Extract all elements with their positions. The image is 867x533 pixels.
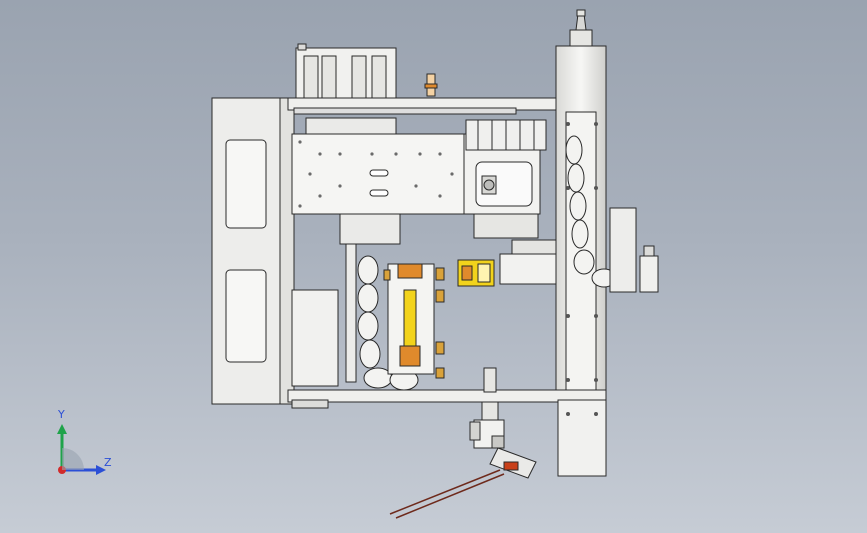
inner-top-bar [293, 107, 517, 115]
horizontal-slide [499, 239, 557, 285]
top-fitting [424, 73, 438, 97]
bottom-shaft [481, 367, 499, 423]
top-bearing-blocks [295, 43, 397, 99]
left-lower-module [291, 213, 401, 387]
bottom-foot [291, 399, 329, 409]
y-axis-label: Y [58, 408, 65, 421]
nozzle-head [469, 419, 537, 479]
gripper [457, 259, 495, 287]
side-cylinder [609, 207, 659, 293]
yellow-actuator [387, 263, 435, 375]
left-side-plate [211, 97, 295, 405]
rail-bolts [566, 122, 598, 416]
cable-leads [389, 469, 505, 519]
plate-holes [298, 140, 454, 208]
main-mounting-plate [291, 117, 465, 215]
small-brass-fittings [383, 267, 445, 379]
orientation-triad: Y Z [44, 408, 124, 488]
top-cable-chain [465, 119, 547, 151]
z-axis-label: Z [104, 456, 112, 469]
triad-axes [57, 424, 106, 475]
bottom-frame-bar [287, 389, 607, 403]
vertical-linear-axis [555, 9, 607, 477]
